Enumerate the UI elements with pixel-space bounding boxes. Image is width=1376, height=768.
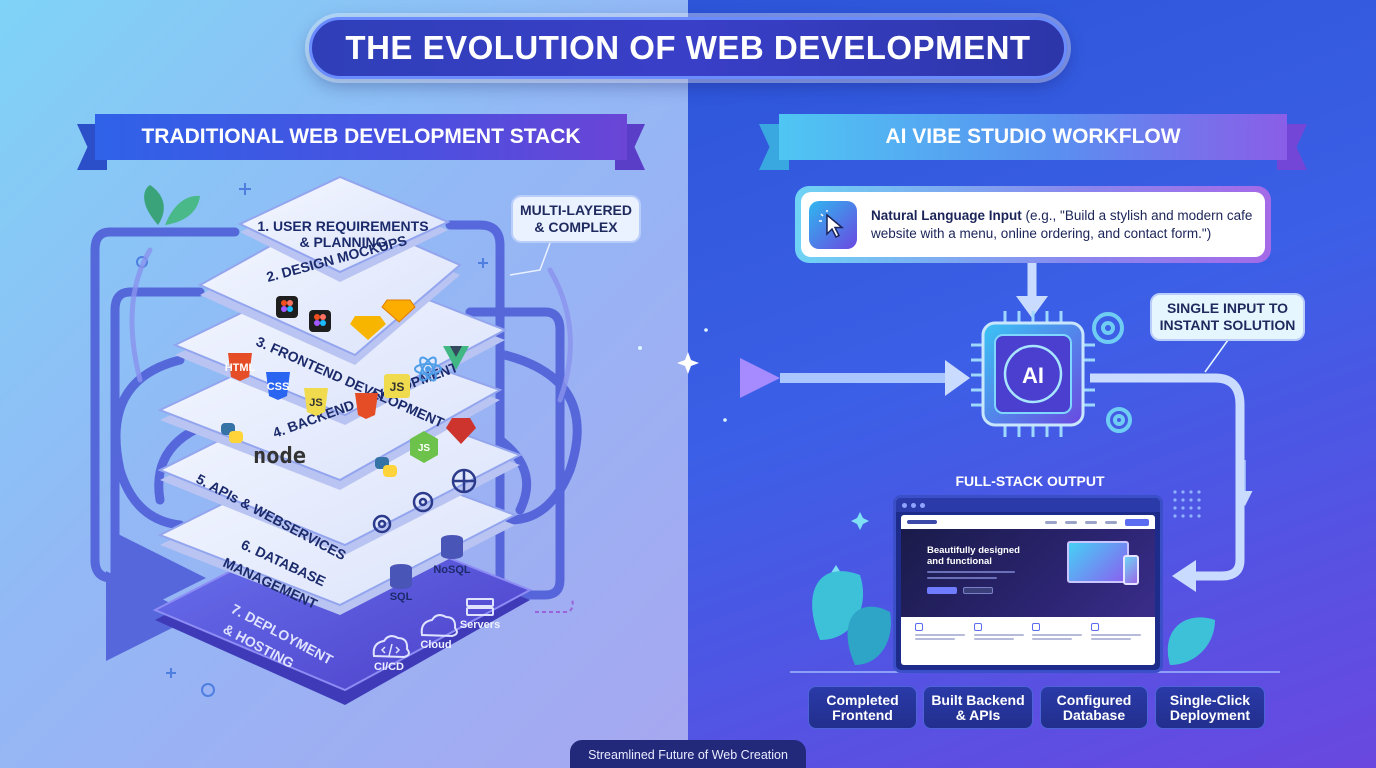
page-title: THE EVOLUTION OF WEB DEVELOPMENT: [345, 29, 1031, 66]
js-icon: JS: [384, 374, 410, 398]
preview-feature: [973, 623, 1024, 640]
cicd-label: CI/CD: [374, 661, 404, 673]
cicd-cloud-icon: [372, 635, 410, 659]
phone-mockup-icon: [1123, 555, 1139, 585]
css3-icon: CSS: [266, 372, 290, 400]
ai-workflow-heading-text: AI VIBE STUDIO WORKFLOW: [885, 125, 1181, 148]
js-shield-icon-label: JS: [309, 397, 322, 409]
window-dot: [920, 502, 925, 508]
html5-icon-2: [355, 393, 378, 419]
page-title-banner: THE EVOLUTION OF WEB DEVELOPMENT: [309, 17, 1067, 79]
decor-sparkles-center: [638, 328, 727, 422]
traditional-stack-heading: TRADITIONAL WEB DEVELOPMENT STACK: [77, 114, 645, 170]
html5-icon: HTML: [225, 353, 256, 381]
preview-feature: [1032, 623, 1083, 640]
server-icon: [466, 598, 494, 616]
servers-label: Servers: [460, 619, 500, 631]
ruby-icon: [446, 418, 476, 444]
preview-hero-subtext: [927, 577, 997, 579]
nosql-database-icon: [441, 535, 463, 559]
sketch-icon: [350, 299, 416, 340]
deploy-dashed-link: [535, 597, 574, 613]
output-single-click-deployment: Single-Click Deployment: [1155, 686, 1265, 729]
natural-language-input-box: Natural Language Input (e.g., "Build a s…: [795, 186, 1271, 263]
sql-database-icon: [390, 564, 412, 589]
window-dot: [902, 502, 907, 508]
decor-sparkles-left: [136, 183, 488, 697]
feedback-loops-light: [129, 247, 573, 403]
preview-nav-links: [1045, 518, 1149, 526]
nodejs-hex-icon: JS: [410, 431, 438, 463]
callout-left-pointer: [509, 242, 551, 276]
preview-features: [901, 617, 1155, 640]
output-built-backend: Built Backend & APIs: [923, 686, 1033, 729]
preview-hero-buttons: [927, 587, 1155, 594]
laptop-mockup-icon: [1067, 541, 1129, 583]
ai-chip-label: AI: [1022, 363, 1044, 388]
website-preview-window: Beautifully designed and functional: [893, 495, 1163, 673]
ribbon-body: [95, 114, 627, 160]
nodejs-hex-icon-label: JS: [418, 443, 431, 454]
transition-arrow: [470, 358, 970, 398]
preview-hero-title: Beautifully designed and functional: [927, 545, 1020, 567]
multi-layered-callout: MULTI-LAYERED & COMPLEX: [511, 195, 641, 243]
layer-1-label: 1. USER REQUIREMENTS & PLANNING: [257, 218, 429, 250]
website-preview-page: Beautifully designed and functional: [901, 515, 1155, 665]
nosql-label: NoSQL: [433, 564, 471, 576]
react-icon: [414, 356, 442, 382]
callout-right-pointer: [1204, 339, 1229, 373]
preview-feature: [1090, 623, 1141, 640]
browser-title-bar: [896, 498, 1160, 512]
output-completed-frontend: Completed Frontend: [808, 686, 917, 729]
ai-workflow-heading: AI VIBE STUDIO WORKFLOW: [759, 114, 1307, 170]
layer-1: [237, 175, 451, 282]
traditional-stack-heading-text: TRADITIONAL WEB DEVELOPMENT STACK: [141, 125, 581, 148]
full-stack-output-title: FULL-STACK OUTPUT: [955, 473, 1105, 489]
decor-dot-grid: [1173, 490, 1201, 518]
single-input-callout: SINGLE INPUT TO INSTANT SOLUTION: [1150, 293, 1305, 341]
natural-language-input-text: Natural Language Input (e.g., "Build a s…: [871, 207, 1265, 243]
natural-language-input-example: (e.g., "Build a stylish and modern cafe …: [871, 207, 1253, 241]
chip-to-output-arrow: [1090, 373, 1245, 592]
css3-icon-label: CSS: [267, 381, 290, 393]
preview-hero-subtext: [927, 571, 1015, 573]
vue-icon: [443, 346, 469, 370]
ai-chip-icon: AI: [971, 311, 1095, 437]
decor-sparkles-right: [831, 512, 869, 581]
leaf-decor-right: [812, 571, 1215, 665]
python-icon: [221, 423, 243, 443]
input-to-chip-arrow: [1016, 262, 1048, 318]
window-dot: [911, 502, 916, 508]
gear-icon: [372, 491, 434, 534]
python-icon-2: [375, 457, 397, 477]
api-network-icon: [451, 468, 477, 494]
js-icon-label: JS: [390, 380, 405, 394]
leaf-left-icon: [144, 185, 200, 225]
footer-caption: Streamlined Future of Web Creation: [570, 740, 806, 768]
cursor-click-icon: [809, 200, 857, 249]
sql-label: SQL: [390, 591, 413, 603]
nodejs-logo: node: [253, 444, 306, 469]
cloud-label: Cloud: [420, 639, 451, 651]
natural-language-input-inner: Natural Language Input (e.g., "Build a s…: [801, 192, 1265, 257]
html5-icon-label: HTML: [225, 362, 256, 374]
ribbon-body: [779, 114, 1287, 160]
js-shield-icon: JS: [304, 388, 328, 416]
output-configured-database: Configured Database: [1040, 686, 1148, 729]
natural-language-input-label: Natural Language Input: [871, 207, 1022, 223]
preview-feature: [915, 623, 966, 640]
figma-icon: [276, 296, 298, 318]
gear-icon-right: [1092, 312, 1132, 433]
cloud-icon: [420, 614, 458, 638]
figma-icon-2: [309, 310, 331, 332]
preview-nav: [901, 515, 1155, 529]
preview-logo: [907, 520, 937, 524]
preview-hero: Beautifully designed and functional: [901, 529, 1155, 617]
